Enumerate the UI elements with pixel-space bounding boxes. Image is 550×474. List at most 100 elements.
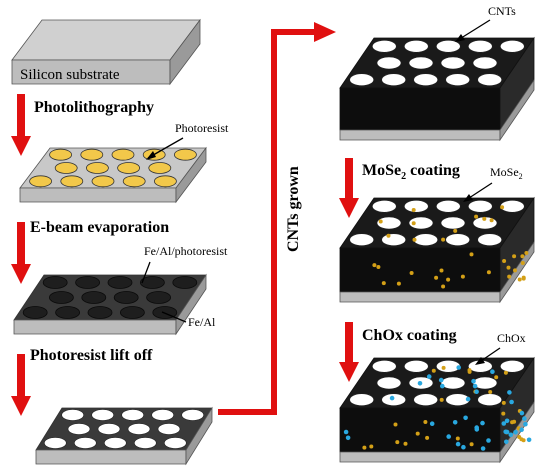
photoresist-label: Photoresist: [175, 121, 229, 135]
mose2-particle: [467, 369, 472, 374]
mose2-particle: [517, 435, 522, 439]
chox-particle: [523, 421, 528, 427]
photoresist-dot: [60, 175, 84, 188]
step-chox-coating-label: ChOx coating: [362, 327, 457, 344]
mose2-particle: [425, 435, 430, 440]
chox-particle: [456, 365, 462, 370]
arrow-down-1: [11, 94, 31, 156]
arrow-down-3: [11, 354, 31, 416]
liftoff-hole: [157, 423, 181, 435]
mose2-block: [339, 196, 535, 304]
photoresist-dot: [91, 175, 115, 188]
chox-particle: [474, 427, 480, 432]
mose2-particle: [369, 444, 374, 449]
mose2-particle: [372, 263, 377, 268]
step-cnts-grown-label: CNTs grown: [285, 166, 302, 252]
cnt-hole: [376, 376, 402, 390]
mose2-particle: [500, 205, 505, 210]
mose2-particle: [469, 442, 474, 447]
mose2-particle: [439, 397, 444, 402]
chox-particle: [519, 410, 525, 416]
fe-al-dot: [81, 291, 107, 304]
cnt-hole: [440, 376, 466, 390]
substrate-top-face: [11, 19, 201, 61]
chox-particle: [429, 421, 435, 427]
fe-al-dot: [107, 276, 133, 289]
liftoff-hole: [91, 409, 114, 421]
mose2-particle: [488, 390, 493, 394]
mose2-particle: [501, 400, 506, 405]
chox-particle: [426, 374, 432, 379]
liftoff-plate: [35, 406, 213, 466]
mose2-particle: [494, 375, 499, 380]
cnts-block: [339, 36, 535, 142]
chox-cnt-holes: [349, 359, 525, 407]
chox-particle: [509, 399, 514, 405]
photoresist-dot: [49, 148, 72, 161]
fe-al-dot: [75, 276, 100, 289]
cnt-hole: [445, 73, 471, 86]
chox-label: ChOx: [497, 331, 526, 345]
mose2-label: MoSe2: [490, 165, 523, 181]
mose2-particle: [362, 445, 367, 450]
mose2-particle: [423, 420, 428, 424]
chox-particle: [486, 438, 491, 443]
cnt-hole: [435, 39, 461, 53]
cnt-hole: [408, 56, 434, 70]
fe-al-dot: [139, 276, 165, 289]
mose2-particle: [501, 411, 506, 416]
liftoff-hole: [164, 437, 187, 449]
chox-particle: [474, 389, 479, 395]
chox-particle: [526, 437, 532, 443]
photoresist-dot: [153, 175, 177, 188]
cnt-hole: [499, 39, 525, 53]
mose2-particle: [513, 268, 517, 273]
fe-al-dot: [113, 291, 139, 304]
fe-al-dot: [49, 291, 74, 304]
step-mose2-coating-label: MoSe2 coating: [362, 162, 460, 182]
mose2-particle: [441, 237, 446, 242]
cnt-hole: [403, 359, 429, 373]
photoresist-dot: [122, 175, 146, 188]
chox-particle: [461, 444, 466, 450]
cnt-hole: [376, 56, 402, 70]
cnt-hole: [467, 200, 493, 213]
chox-particle: [463, 415, 468, 421]
liftoff-hole: [121, 409, 144, 421]
chox-particle: [504, 429, 510, 435]
cnt-hole: [440, 56, 466, 70]
silicon-substrate-plate: Silicon substrate: [11, 18, 201, 86]
mose2-particle: [393, 422, 398, 427]
mose2-particle: [434, 275, 439, 280]
mose2-particle: [507, 274, 512, 279]
mose2-particle: [439, 268, 444, 273]
cnt-hole: [349, 393, 375, 407]
fe-al-dot: [172, 276, 198, 289]
cnt-hole: [477, 73, 503, 86]
cnt-hole: [408, 216, 434, 230]
cnt-hole: [381, 233, 407, 246]
mose2-particle: [386, 233, 391, 238]
cnt-holes: [349, 39, 525, 86]
fe-al-plate: [13, 273, 207, 336]
mose2-particle: [455, 436, 460, 441]
mose2-particle: [411, 221, 416, 226]
mose2-particle: [489, 218, 494, 223]
cnts-grown-connector-arrow: [218, 22, 336, 415]
photoresist-dot: [117, 162, 141, 174]
mose2-particle: [482, 216, 487, 221]
fe-al-photoresist-dots: [22, 276, 198, 319]
liftoff-hole: [74, 437, 97, 449]
cnts-pointer: [457, 19, 491, 41]
cnt-hole: [376, 216, 402, 230]
fe-al-dot: [55, 306, 80, 319]
cnt-hole: [371, 39, 397, 53]
mose2-particle: [441, 284, 446, 289]
silicon-substrate-label: Silicon substrate: [20, 67, 120, 83]
chox-particle: [389, 395, 395, 401]
mose2-particle: [503, 370, 508, 375]
fe-al-dot: [42, 276, 68, 289]
chox-particle: [440, 383, 445, 389]
liftoff-hole: [134, 437, 157, 449]
chox-particle: [508, 432, 514, 438]
